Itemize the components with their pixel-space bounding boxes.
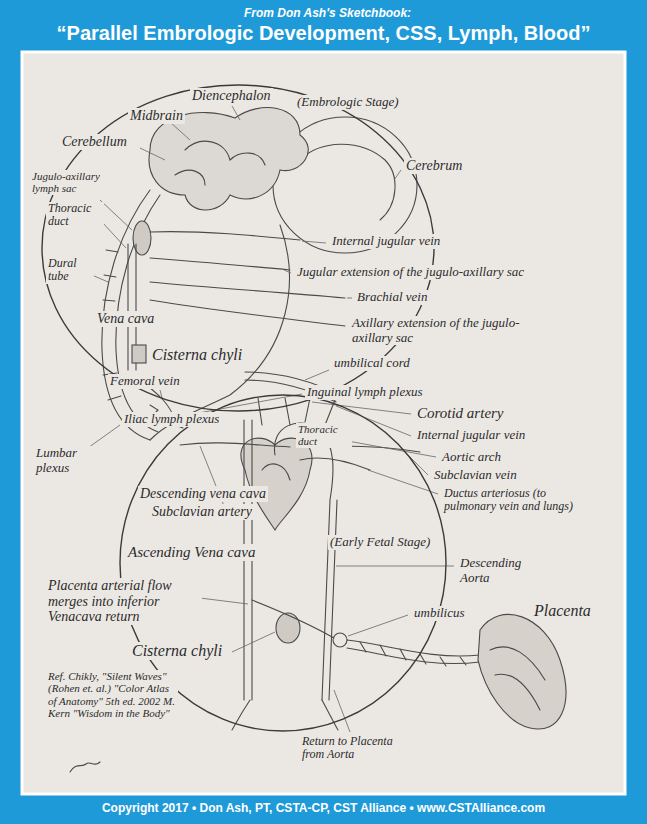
- stage-label: (Early Fetal Stage): [328, 535, 432, 550]
- placenta: [478, 614, 566, 729]
- placenta-veins: [490, 647, 545, 710]
- part-label: Axillary extension of the jugulo-axillar…: [350, 316, 549, 345]
- part-label: Descending Aorta: [458, 556, 526, 585]
- part-label: umbilicus: [412, 606, 467, 621]
- part-label: Inguinal lymph plexus: [305, 385, 425, 400]
- cisterna-chyli: [132, 345, 146, 363]
- leader-line: [200, 598, 248, 604]
- part-label: Lumbar plexus: [34, 446, 94, 475]
- part-label: Placenta: [532, 602, 593, 620]
- leader-line: [302, 241, 326, 243]
- umbilical-cord: [347, 640, 480, 664]
- part-label: Femoral vein: [108, 374, 182, 389]
- part-label: Jugulo-axillary lymph sac: [30, 170, 108, 195]
- leader-line: [336, 566, 454, 567]
- stage-label: (Embrologic Stage): [295, 95, 401, 110]
- axillary-extension: [150, 300, 345, 326]
- part-label: Internal jugular vein: [415, 428, 527, 443]
- part-label: Ascending Vena cava: [126, 544, 257, 561]
- part-label: Cerebellum: [60, 134, 129, 150]
- leader-line: [232, 632, 275, 652]
- part-label: Subclavian vein: [432, 468, 519, 483]
- aorta: [274, 423, 333, 700]
- part-label: Descending vena cava: [138, 486, 268, 502]
- leader-lines: [85, 106, 454, 732]
- part-label: umbilical cord: [332, 356, 412, 371]
- jugular-extension: [150, 258, 290, 270]
- part-label: Return to Placenta from Aorta: [300, 735, 400, 762]
- carotid-artery: [285, 398, 310, 425]
- leader-line: [232, 106, 240, 120]
- leader-line: [160, 390, 162, 398]
- part-label: Placenta arterial flow merges into infer…: [46, 578, 202, 625]
- leader-line: [347, 298, 352, 299]
- leader-line: [170, 122, 190, 140]
- part-label: Aortic arch: [440, 450, 503, 465]
- aorta: [329, 500, 337, 700]
- internal-jugular-vein: [150, 232, 300, 240]
- sketch-paper: [22, 52, 625, 794]
- part-label: Dural tube: [46, 257, 94, 284]
- ductus-arteriosus: [300, 458, 370, 470]
- leader-line: [102, 222, 126, 248]
- part-label: Iliac lymph plexus: [122, 412, 221, 427]
- leader-line: [284, 270, 291, 273]
- brachial-vein: [150, 282, 345, 298]
- cerebellum-fold: [175, 170, 205, 185]
- part-label: Thoracic duct: [46, 202, 104, 229]
- leader-line: [92, 275, 108, 282]
- part-label: Diencephalon: [190, 88, 273, 104]
- part-label: Ref. Chikly, "Silent Waves" (Rohen et. a…: [46, 670, 178, 719]
- part-label: Jugular extension of the jugulo-axillary…: [295, 265, 526, 280]
- part-label: Ductus arteriosus (to pulmonary vein and…: [442, 487, 596, 514]
- cisterna-chyli: [276, 613, 300, 643]
- part-label: Vena cava: [95, 311, 156, 327]
- part-label: Subclavian artery: [150, 504, 254, 520]
- leader-line: [348, 615, 408, 636]
- leader-line: [334, 690, 350, 732]
- diagram-title: “Parallel Embrologic Development, CSS, L…: [0, 22, 647, 45]
- signature: [70, 762, 100, 772]
- sketchbook-heading: From Don Ash's Sketchbook:: [4, 7, 647, 20]
- part-label: Internal jugular vein: [330, 234, 442, 249]
- leader-line: [368, 470, 438, 494]
- part-label: Brachial vein: [355, 290, 429, 305]
- placental-flow: [252, 600, 334, 638]
- part-label: Cerebrum: [404, 158, 464, 174]
- leader-line: [305, 370, 329, 380]
- umbilicus: [333, 633, 347, 647]
- embryo-drawing: [40, 83, 436, 440]
- leader-line: [394, 170, 401, 180]
- cord-twist: [360, 642, 466, 666]
- part-label: Thoracic duct: [296, 423, 352, 448]
- part-label: Cisterna chyli: [130, 642, 224, 660]
- cerebrum-fold: [300, 144, 395, 220]
- heart-chamber: [262, 464, 290, 480]
- part-label: Cisterna chyli: [150, 346, 244, 364]
- leader-line: [312, 402, 411, 414]
- midbrain-fold: [185, 141, 265, 165]
- part-label: Midbrain: [128, 108, 185, 124]
- copyright-caption: Copyright 2017 • Don Ash, PT, CSTA-CP, C…: [0, 801, 647, 815]
- jugular-vein: [258, 398, 335, 425]
- leader-line: [140, 148, 165, 160]
- part-label: Corotid artery: [415, 405, 506, 422]
